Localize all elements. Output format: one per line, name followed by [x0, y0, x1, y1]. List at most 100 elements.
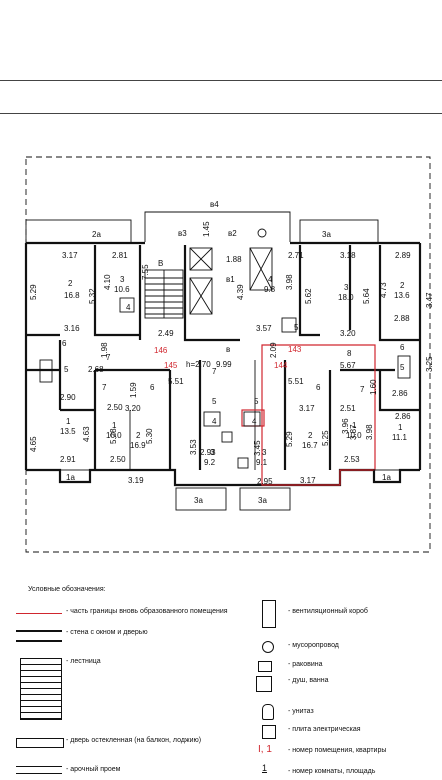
bathtub-icon [39, 359, 53, 383]
room-3a-label: 3а [322, 230, 331, 239]
dim-label: 7.55 [141, 264, 150, 280]
legend-red-line: - часть границы вновь образованного поме… [66, 608, 228, 615]
balcony-1a-right [373, 469, 401, 483]
room-area: 16.7 [302, 441, 318, 450]
dim-label: 1.45 [202, 221, 211, 237]
dim-label: 2.86 [392, 389, 408, 398]
room-number: 5 [212, 397, 217, 406]
dim-label: 9.99 [216, 360, 232, 369]
dim-label: 3.98 [365, 424, 374, 440]
room-number: 6 [150, 383, 155, 392]
room-number: 8 [347, 349, 352, 358]
balcony-3a-left-label: 3а [194, 496, 203, 505]
stove-icon [262, 725, 276, 739]
dim-label: 3.18 [340, 251, 356, 260]
balcony-1a-left [59, 469, 91, 483]
balcony-1a-left-label: 1а [66, 473, 75, 482]
toilet-icon [203, 411, 221, 427]
top-rule-2 [0, 113, 442, 114]
dim-label: 3.17 [300, 476, 316, 485]
stove-icon [237, 457, 249, 469]
legend-area: - номер комнаты, площадь [288, 768, 376, 775]
dim-label: 2.95 [257, 477, 273, 486]
legend-glass-door: - дверь остекленная (на балкон, лоджию) [66, 737, 202, 744]
legend-wall-window: - стена с окном и дверью [66, 629, 148, 636]
stair-symbol [20, 658, 62, 720]
garbage-chute-icon [262, 641, 274, 653]
dim-label: 2.09 [269, 342, 278, 358]
legend-sink: - раковина [288, 661, 323, 668]
dim-label: 5.64 [362, 288, 371, 304]
room-number: 6 [400, 343, 405, 352]
dim-label: 3.98 [285, 274, 294, 290]
toilet-icon [262, 704, 274, 720]
dim-label: 5.28 [109, 428, 118, 444]
dim-label: 4.39 [236, 284, 245, 300]
room-area: 16.8 [64, 291, 80, 300]
floor-plan: в4 2а 3а В в3 в2 в1 в [24, 156, 434, 553]
room-number: 5 [400, 363, 405, 372]
room-number: 1 [66, 417, 71, 426]
shower-icon [256, 676, 272, 692]
legend-vent: - вентиляционный короб [288, 608, 368, 615]
legend-number: - номер помещения, квартиры [288, 747, 387, 754]
dim-label: 1.60 [369, 379, 378, 395]
dim-label: 3.45 [253, 440, 262, 456]
red-line-symbol [16, 613, 62, 614]
premises-number: 146 [154, 346, 168, 355]
dim-label: 4.65 [29, 436, 38, 452]
wall-window-symbol [16, 630, 62, 642]
dim-label: 5.51 [168, 377, 184, 386]
room-3a-box [299, 219, 379, 244]
dim-label: 2.71 [288, 251, 304, 260]
room-area: 10.0 [106, 431, 122, 440]
plan-boundary [25, 156, 431, 553]
balcony-top-label: в4 [210, 200, 219, 209]
legend-garbage: - мусоропровод [288, 642, 339, 649]
dim-label: 5.32 [88, 288, 97, 304]
premises-number: 144 [274, 361, 288, 370]
dim-label: 3.17 [299, 404, 315, 413]
legend-number-sample: I, 1 [258, 744, 272, 755]
legend-toilet: - унитаз [288, 708, 314, 715]
room-number: 1 [398, 423, 403, 432]
room-number: 1 [112, 421, 117, 430]
dim-label: 5.62 [304, 288, 313, 304]
room-area: 9.1 [256, 458, 268, 467]
dim-label: 3.19 [128, 476, 144, 485]
balcony-3a-right [239, 487, 291, 511]
legend-stair: - лестница [66, 658, 101, 665]
room-number: 1 [352, 421, 357, 430]
toilet-icon [119, 297, 135, 313]
dim-label: 5.29 [29, 284, 38, 300]
dim-label: 3.16 [64, 324, 80, 333]
toilet-icon [243, 411, 261, 427]
dim-label: 5.30 [145, 428, 154, 444]
room-number: 7 [360, 385, 365, 394]
elevator-shafts [189, 247, 273, 315]
dim-label: 5.67 [340, 361, 356, 370]
wall-bottom [26, 468, 420, 487]
wall-int-14 [378, 370, 420, 412]
dim-label: 2.90 [60, 393, 76, 402]
room-number: 4 [212, 417, 217, 426]
room-number: 2 [400, 281, 405, 290]
dim-label: 2.81 [112, 251, 128, 260]
stove-icon [221, 431, 233, 443]
balcony-top [144, 211, 291, 242]
balcony-3a-left [175, 487, 227, 511]
dim-label: 4.63 [82, 426, 91, 442]
vent-icon [262, 600, 276, 628]
room-number: 2 [308, 431, 313, 440]
dim-label: 5.29 [285, 431, 294, 447]
legend-shower: - душ, ванна [288, 677, 329, 684]
room-number: 4 [126, 303, 131, 312]
room-number: 7 [212, 367, 217, 376]
room-number: 3 [344, 283, 349, 292]
room-number: 5 [64, 365, 69, 374]
dim-label: 5.51 [288, 377, 304, 386]
wall-int-6 [378, 245, 420, 342]
arch-symbol [16, 766, 62, 774]
room-number: 3 [262, 448, 267, 457]
room-number: 4 [268, 275, 273, 284]
